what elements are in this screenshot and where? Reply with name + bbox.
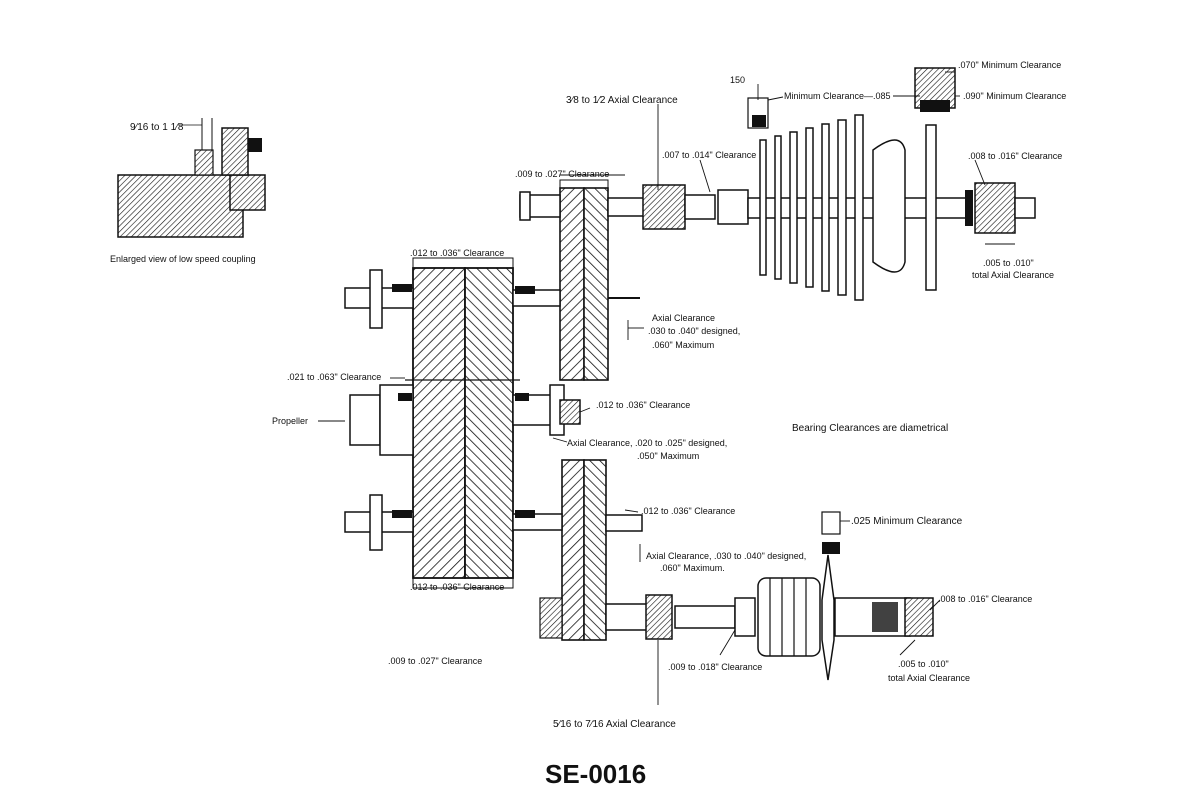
axial-030-low-line1: Axial Clearance, .030 to .040" designed, — [646, 551, 806, 561]
axial-030-top-line3: .060" Maximum — [652, 340, 714, 350]
clearance-012-036-mid-label: .012 to .036" Clearance — [596, 400, 690, 410]
clearance-009-027-top-label: .009 to .027" Clearance — [515, 169, 609, 179]
coupling-inset: 9⁄16 to 1 1⁄8 Enlarged view of low speed… — [110, 118, 266, 264]
bearing-note: Bearing Clearances are diametrical — [792, 423, 948, 434]
upper-shaft — [344, 269, 640, 329]
lp-pinion-gear — [561, 459, 607, 641]
main-bull-gear — [405, 257, 520, 589]
axial-005-top-line2: total Axial Clearance — [972, 270, 1054, 280]
min-clearance-070-label: .070" Minimum Clearance — [958, 60, 1061, 70]
propeller-shaft — [349, 384, 581, 456]
axial-005-bot-line1: .005 to .010" — [898, 659, 949, 669]
clearance-009-018-label: .009 to .018" Clearance — [668, 662, 762, 672]
axial-030-low-line2: .060" Maximum. — [660, 563, 725, 573]
min-clearance-025-label: .025 Minimum Clearance — [851, 516, 963, 527]
clearance-021-063-label: .021 to .063" Clearance — [287, 372, 381, 382]
axial-030-top-line2: .030 to .040" designed, — [648, 326, 740, 336]
clearance-150-label: 150 — [730, 75, 745, 85]
lower-shaft — [344, 494, 643, 551]
min-clearance-085-label: Minimum Clearance—.085 — [784, 91, 891, 101]
axial-030-top-line1: Axial Clearance — [652, 313, 715, 323]
clearance-009-027-bot-label: .009 to .027" Clearance — [388, 656, 482, 666]
leader-lines — [318, 71, 1015, 705]
min-clearance-090-label: .090" Minimum Clearance — [963, 91, 1066, 101]
coupling-dimension-label: 9⁄16 to 1 1⁄8 — [130, 122, 184, 133]
lp-turbine-rotor — [539, 511, 934, 681]
axial-020-line1: Axial Clearance, .020 to .025" designed, — [567, 438, 727, 448]
axial-020-line2: .050" Maximum — [637, 451, 699, 461]
clearance-008-016-top-label: .008 to .016" Clearance — [968, 151, 1062, 161]
coupling-caption: Enlarged view of low speed coupling — [110, 254, 256, 264]
hp-axial-clearance-label: 3⁄8 to 1⁄2 Axial Clearance — [566, 95, 678, 106]
clearance-012-036-low-label: .012 to .036" Clearance — [641, 506, 735, 516]
diagram-id: SE-0016 — [545, 759, 646, 789]
lp-axial-clearance-label: 5⁄16 to 7⁄16 Axial Clearance — [553, 719, 676, 730]
clearance-007-014-label: .007 to .014" Clearance — [662, 150, 756, 160]
clearance-012-036-top-label: .012 to .036" Clearance — [410, 248, 504, 258]
hp-pinion-gear — [559, 179, 609, 381]
clearance-labels: 3⁄8 to 1⁄2 Axial Clearance 150 Minimum C… — [272, 60, 1066, 730]
clearance-012-036-bot-label: .012 to .036" Clearance — [410, 582, 504, 592]
axial-005-top-line1: .005 to .010" — [983, 258, 1034, 268]
clearance-008-016-bot-label: .008 to .016" Clearance — [938, 594, 1032, 604]
axial-005-bot-line2: total Axial Clearance — [888, 673, 970, 683]
hp-turbine-rotor — [747, 67, 1036, 301]
propeller-label: Propeller — [272, 416, 308, 426]
